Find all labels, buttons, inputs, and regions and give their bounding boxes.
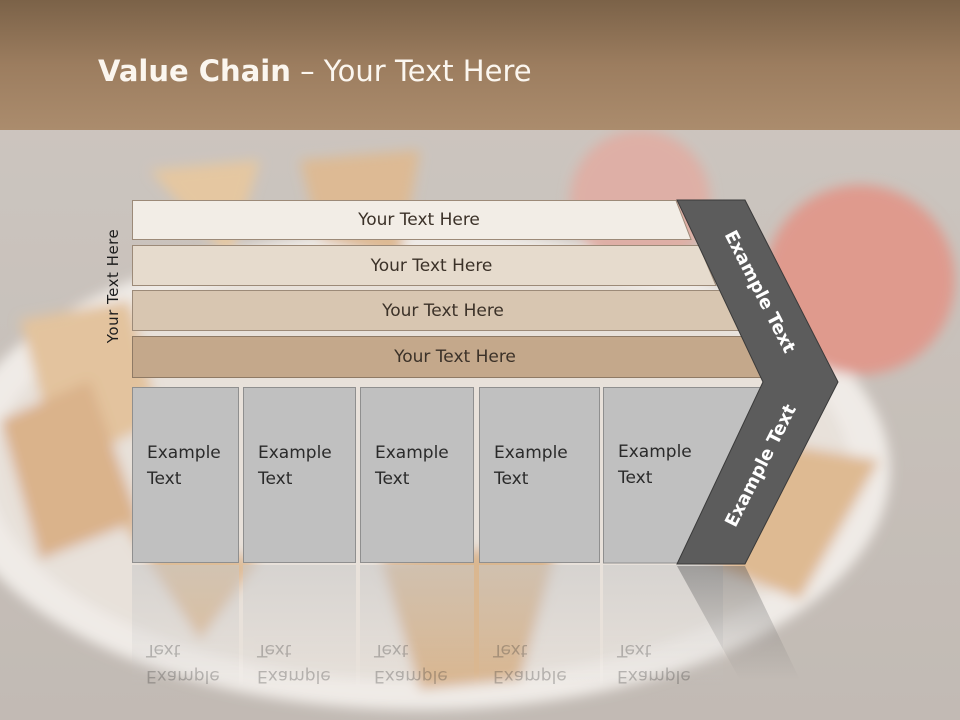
reflection-2: Example Text	[243, 565, 356, 685]
support-row-1: Your Text Here	[132, 200, 692, 240]
support-row-2-label: Your Text Here	[370, 255, 493, 276]
reflection-1-text: Example Text	[146, 640, 220, 685]
reflection-5: Example Text	[603, 565, 723, 685]
support-row-4: Your Text Here	[132, 336, 764, 378]
reflection-4: Example Text	[479, 565, 600, 685]
reflection-2-text: Example Text	[257, 640, 331, 685]
primary-box-1-text: Example Text	[147, 443, 221, 489]
primary-box-3: Example Text	[360, 387, 474, 563]
reflection-4-text: Example Text	[493, 640, 567, 685]
support-row-3-label: Your Text Here	[382, 300, 504, 321]
primary-box-5-text: Example Text	[618, 442, 692, 488]
title-rest: – Your Text Here	[290, 54, 532, 88]
title-bold: Value Chain	[98, 54, 291, 88]
support-row-1-label: Your Text Here	[358, 210, 480, 230]
side-label: Your Text Here	[104, 228, 122, 344]
primary-box-2-text: Example Text	[258, 443, 332, 489]
title-band	[0, 0, 960, 130]
slide-title: Value Chain – Your Text Here	[98, 54, 532, 88]
support-row-3: Your Text Here	[132, 290, 740, 331]
reflection-3-text: Example Text	[374, 640, 448, 685]
primary-box-4-text: Example Text	[494, 443, 568, 489]
reflection-3: Example Text	[360, 565, 474, 685]
reflection-1: Example Text	[132, 565, 239, 685]
primary-box-4: Example Text	[479, 387, 600, 563]
primary-box-3-text: Example Text	[375, 443, 449, 489]
support-row-2: Your Text Here	[132, 245, 717, 286]
reflection-5-text: Example Text	[617, 640, 691, 685]
primary-box-1: Example Text	[132, 387, 239, 563]
support-row-4-label: Your Text Here	[394, 347, 516, 367]
primary-box-2: Example Text	[243, 387, 356, 563]
